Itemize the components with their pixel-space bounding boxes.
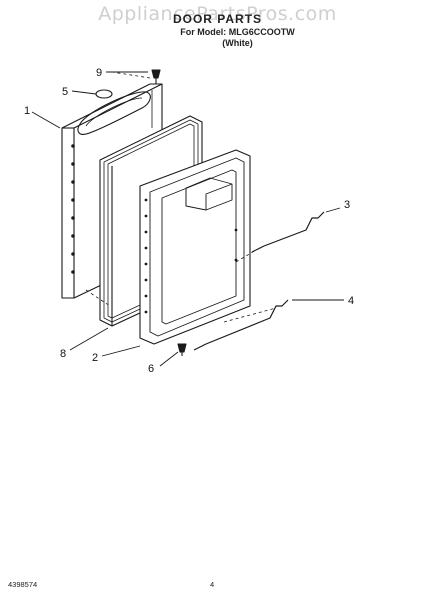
color-line: (White) (222, 38, 253, 48)
page-number: 4 (210, 580, 215, 589)
document-number: 4398574 (8, 580, 38, 589)
model-line: For Model: MLG6CCOOTW (180, 27, 295, 37)
callout-8: 8 (60, 348, 66, 360)
callout-6: 6 (148, 363, 154, 375)
callout-4: 4 (348, 295, 354, 307)
callout-3: 3 (344, 199, 350, 211)
screw-part (151, 69, 161, 84)
callout-5: 5 (62, 86, 68, 98)
watermark-text: AppliancePartsPros.com (98, 3, 337, 25)
door-inner-liner (139, 149, 251, 345)
plug-part (95, 89, 113, 99)
alignment-lines (85, 71, 277, 323)
callout-9: 9 (96, 67, 102, 79)
model-subtitle: For Model: MLG6CCOOTW (White) (0, 27, 435, 49)
shelf-rod-lower (193, 299, 289, 351)
diagram-title: DOOR PARTS (172, 12, 263, 26)
leader-lines (31, 71, 344, 367)
callout-2: 2 (92, 352, 98, 364)
callout-1: 1 (24, 105, 30, 117)
shelf-rod-upper (251, 211, 325, 253)
bottom-screw-part (177, 343, 187, 356)
